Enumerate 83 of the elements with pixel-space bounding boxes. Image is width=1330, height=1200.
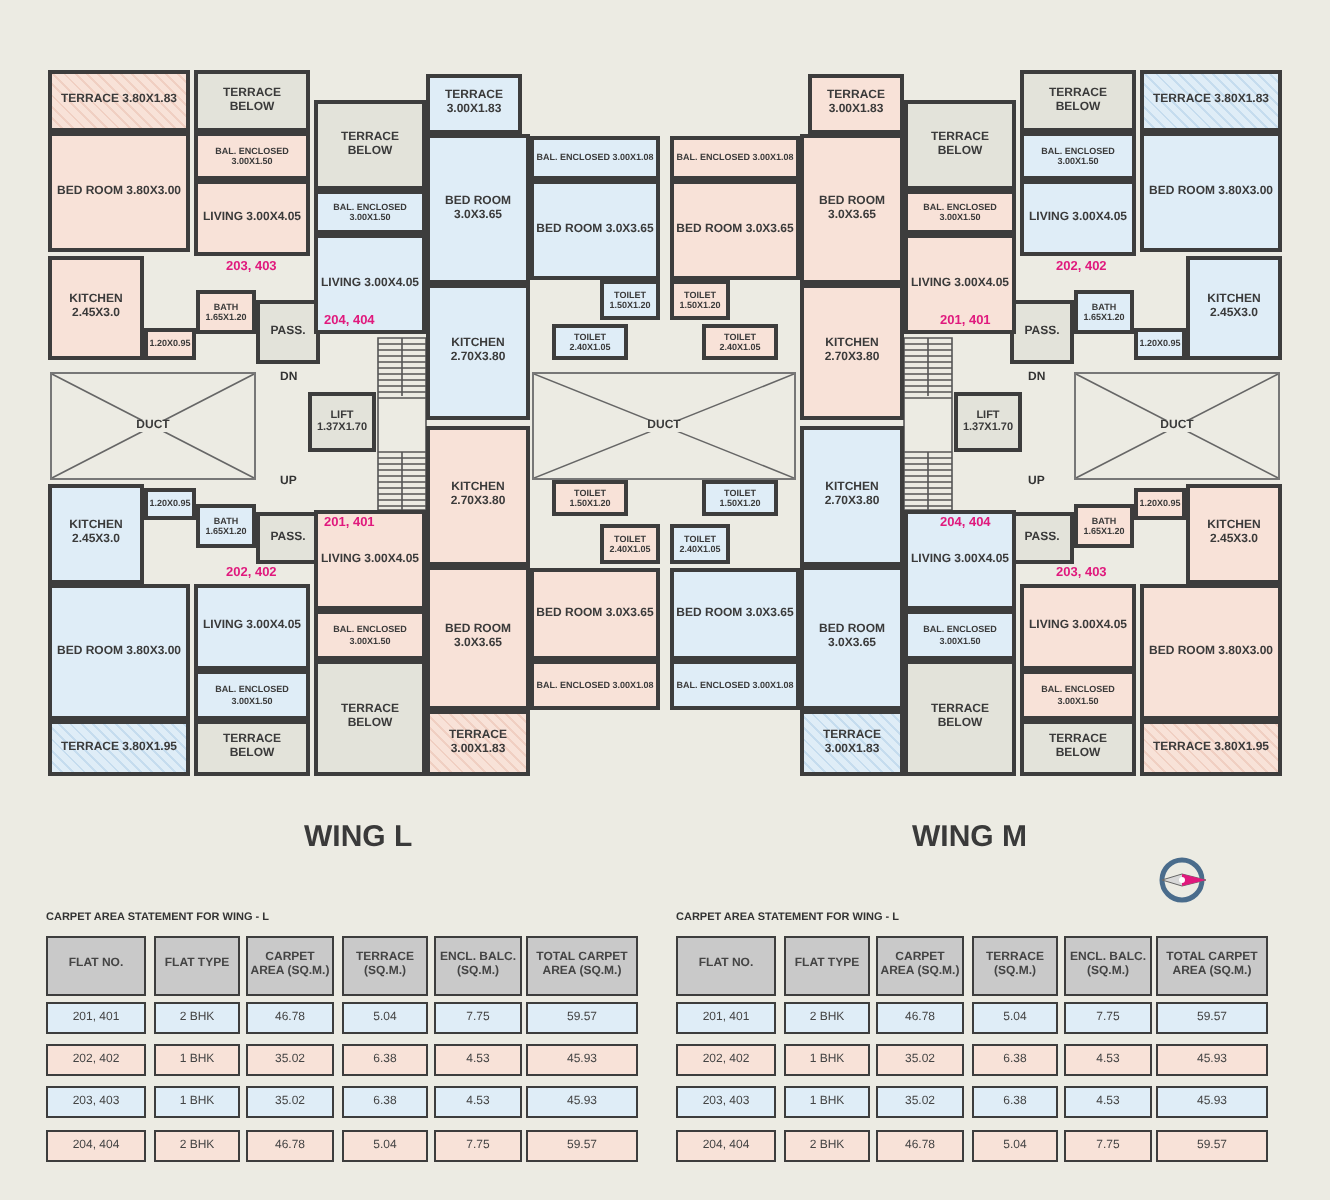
terrace-area	[314, 100, 426, 190]
toilet-area	[552, 324, 628, 360]
wing-title: WING M	[912, 820, 1027, 854]
terrace-area	[904, 100, 1016, 190]
lift-shaft	[308, 392, 376, 452]
balcony-area	[1020, 670, 1136, 720]
terrace-area	[194, 720, 310, 776]
toilet-area	[144, 328, 196, 360]
room-area	[530, 568, 660, 660]
passage-area	[256, 512, 320, 564]
room-area	[800, 284, 904, 420]
room-area	[194, 180, 310, 256]
terrace-area	[904, 660, 1016, 776]
room-area	[1020, 180, 1136, 256]
room-area	[800, 134, 904, 284]
terrace-area	[1140, 720, 1282, 776]
room-area	[426, 426, 530, 566]
room-area	[904, 510, 1016, 610]
room-area	[530, 180, 660, 280]
room-area	[48, 132, 190, 252]
duct-shaft	[532, 372, 796, 480]
room-area	[196, 290, 256, 334]
toilet-area	[702, 480, 778, 516]
terrace-area	[48, 70, 190, 132]
room-area	[196, 504, 256, 548]
room-area	[48, 584, 190, 720]
terrace-area	[808, 74, 904, 134]
room-area	[1186, 484, 1282, 584]
room-area	[48, 484, 144, 584]
duct-shaft	[50, 372, 256, 480]
toilet-area	[600, 280, 660, 320]
room-area	[800, 566, 904, 710]
room-area	[314, 510, 426, 610]
toilet-area	[1134, 328, 1186, 360]
balcony-area	[194, 670, 310, 720]
terrace-area	[1020, 720, 1136, 776]
room-area	[48, 256, 144, 360]
room-area	[670, 568, 800, 660]
balcony-area	[530, 136, 660, 180]
room-area	[670, 180, 800, 280]
balcony-area	[314, 610, 426, 660]
balcony-area	[670, 660, 800, 710]
balcony-area	[670, 136, 800, 180]
balcony-area	[530, 660, 660, 710]
terrace-area	[1020, 70, 1136, 132]
toilet-area	[670, 524, 730, 564]
terrace-area	[426, 710, 530, 776]
room-area	[1140, 584, 1282, 720]
balcony-area	[314, 190, 426, 234]
toilet-area	[552, 480, 628, 516]
terrace-area	[194, 70, 310, 132]
room-area	[426, 134, 530, 284]
toilet-area	[702, 324, 778, 360]
room-area	[426, 284, 530, 420]
passage-area	[256, 300, 320, 364]
room-area	[194, 584, 310, 670]
balcony-area	[1020, 132, 1136, 180]
room-area	[1186, 256, 1282, 360]
room-area	[1020, 584, 1136, 670]
duct-shaft	[1074, 372, 1280, 480]
passage-area	[1010, 512, 1074, 564]
balcony-area	[194, 132, 310, 180]
lift-shaft	[954, 392, 1022, 452]
room-area	[1074, 504, 1134, 548]
terrace-area	[314, 660, 426, 776]
passage-area	[1010, 300, 1074, 364]
room-area	[800, 426, 904, 566]
room-area	[426, 566, 530, 710]
room-area	[1140, 132, 1282, 252]
toilet-area	[1134, 488, 1186, 520]
toilet-area	[600, 524, 660, 564]
terrace-area	[48, 720, 190, 776]
room-area	[314, 234, 426, 334]
balcony-area	[904, 190, 1016, 234]
room-area	[1074, 290, 1134, 334]
terrace-area	[800, 710, 904, 776]
terrace-area	[426, 74, 522, 134]
wing-title: WING L	[304, 820, 413, 854]
room-area	[904, 234, 1016, 334]
toilet-area	[670, 280, 730, 320]
balcony-area	[904, 610, 1016, 660]
toilet-area	[144, 488, 196, 520]
terrace-area	[1140, 70, 1282, 132]
